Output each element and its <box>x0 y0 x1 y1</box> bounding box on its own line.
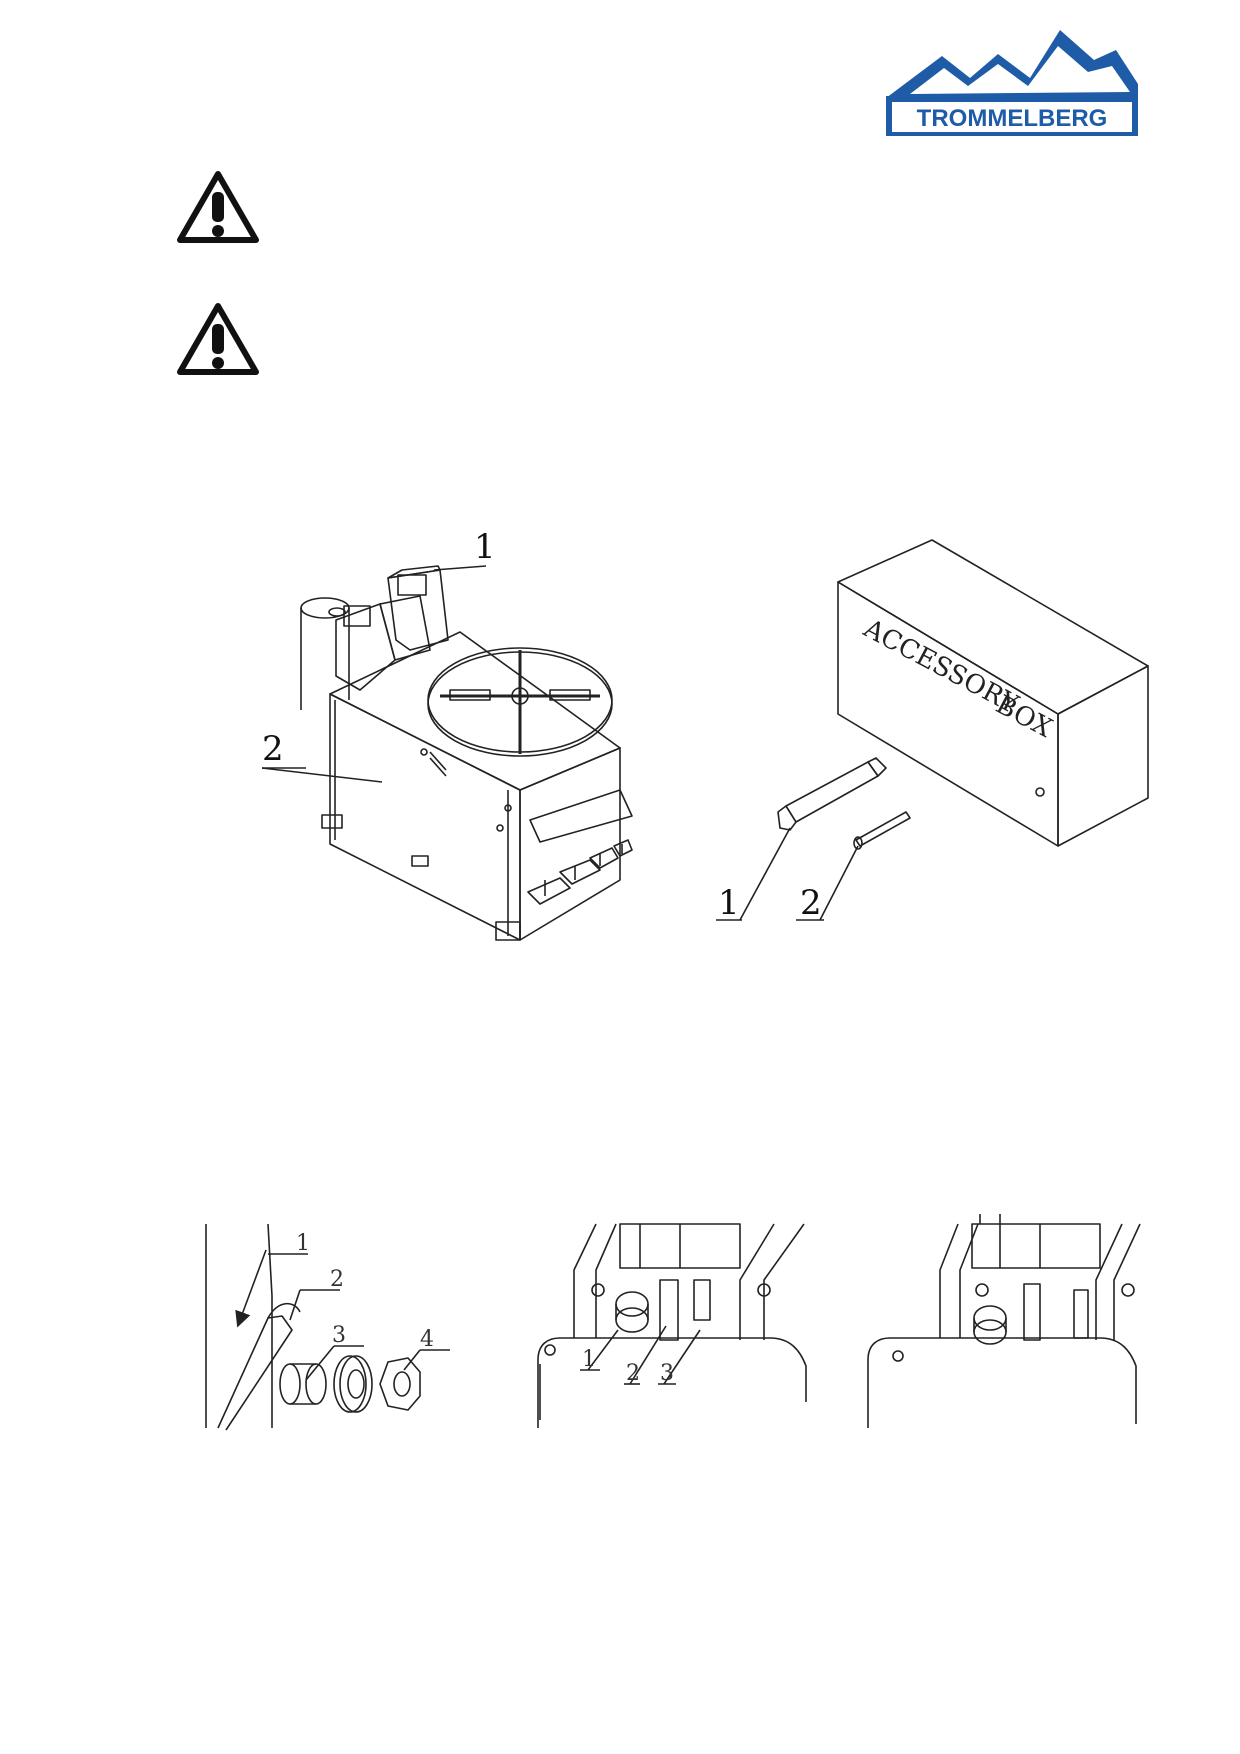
trommelberg-logo: TROMMELBERG <box>886 30 1138 136</box>
assembly-detail-c <box>867 1214 1141 1428</box>
warning-triangle-icon <box>177 171 259 243</box>
assembly-detail-b <box>537 1223 807 1428</box>
box-text-box: BOX <box>991 690 1058 744</box>
tyre-changer-drawing <box>261 565 633 941</box>
callout-label: 3 <box>332 1323 346 1348</box>
callout-label: 1 <box>296 1231 310 1256</box>
callout-label: 1 <box>582 1347 596 1372</box>
callout-label: 2 <box>330 1267 344 1292</box>
accessory-box-drawing <box>716 539 1149 921</box>
logo-text: TROMMELBERG <box>917 105 1108 132</box>
callout-label: 1 <box>718 883 740 923</box>
callout-label: 2 <box>800 883 822 923</box>
callout-label: 2 <box>262 729 284 769</box>
assembly-detail-a <box>205 1223 450 1431</box>
callout-label: 1 <box>474 527 496 567</box>
callout-label: 4 <box>420 1327 434 1352</box>
callout-label: 2 <box>626 1361 640 1386</box>
callout-label: 3 <box>660 1361 674 1386</box>
warning-triangle-icon <box>177 303 259 375</box>
